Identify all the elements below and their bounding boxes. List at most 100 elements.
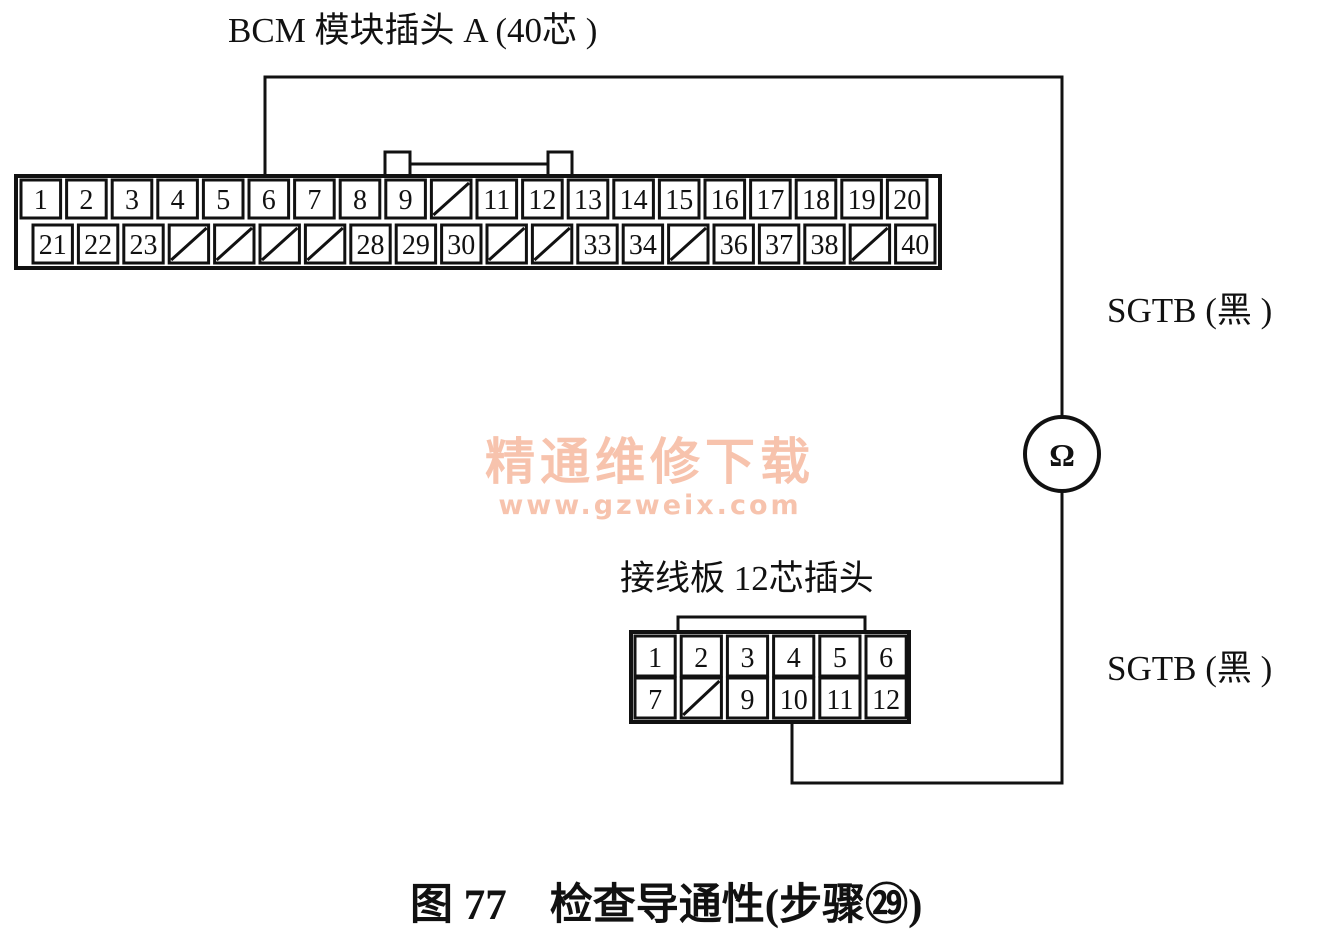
bcm-pin-cell: 11: [475, 178, 519, 220]
junction-pin-cell: 6: [864, 634, 908, 678]
bcm-pin-cell: 23: [122, 223, 165, 265]
bcm-pin-cell: 13: [566, 178, 610, 220]
junction-pin-cell: 9: [725, 676, 770, 720]
bcm-pin-number: 20: [893, 185, 921, 216]
figure-caption: 图 77 检查导通性(步骤㉙): [410, 882, 923, 929]
bcm-pin-number: 18: [802, 185, 830, 216]
junction-pin-number: 4: [787, 643, 801, 674]
ohm-symbol: Ω: [1049, 437, 1075, 473]
watermark-url: www.gzweix.com: [498, 490, 802, 521]
bcm-pin-cell: [429, 178, 473, 220]
bcm-pin-cell: 29: [394, 223, 438, 265]
junction-connector-title: 接线板 12芯插头: [620, 559, 874, 598]
junction-pin-cell: 3: [725, 634, 770, 678]
bcm-pin-blank-slash: [170, 226, 208, 262]
wire-from-bcm-pin6: [263, 75, 1064, 417]
wire-to-junction-pin10: [790, 490, 1064, 785]
bcm-pin-cell: 40: [894, 223, 937, 265]
bcm-pin-number: 17: [756, 185, 784, 216]
bcm-pin-number: 19: [848, 185, 876, 216]
bcm-pin-number: 12: [528, 185, 556, 216]
bcm-pin-cell: 19: [840, 178, 883, 220]
bcm-pin-cell: 18: [794, 178, 838, 220]
bcm-pin-cell: 12: [521, 178, 564, 220]
bcm-pin-number: 6: [262, 185, 276, 216]
junction-pin-cell: 11: [818, 676, 862, 720]
junction-pin-cell: 7: [633, 676, 677, 720]
bcm-lock-tab-left: [383, 150, 412, 178]
bcm-pin-cell: 28: [349, 223, 392, 265]
bcm-pin-cell: [258, 223, 301, 265]
bcm-pin-cell: 2: [65, 178, 108, 220]
bcm-pin-number: 13: [574, 185, 602, 216]
bcm-pin-number: 30: [447, 230, 475, 261]
junction-pin-number: 5: [833, 643, 847, 674]
bcm-pin-blank-slash: [533, 226, 571, 262]
bcm-pin-cell: [303, 223, 347, 265]
bcm-pin-cell: [213, 223, 256, 265]
bcm-pin-number: 2: [79, 185, 93, 216]
bcm-pin-number: 3: [125, 185, 139, 216]
junction-pin-number: 9: [741, 685, 755, 716]
bcm-pin-number: 16: [711, 185, 739, 216]
bcm-pin-number: 1: [34, 185, 48, 216]
bcm-pin-number: 9: [399, 185, 413, 216]
bcm-pin-cell: [530, 223, 574, 265]
junction-housing: [629, 630, 911, 724]
bcm-pin-cell: 5: [201, 178, 245, 220]
bcm-pin-cell: 34: [621, 223, 665, 265]
junction-pin-number: 1: [648, 643, 662, 674]
bcm-pin-cell: 17: [749, 178, 792, 220]
junction-pin-cell: 2: [679, 634, 723, 678]
bcm-pin-number: 28: [357, 230, 385, 261]
bcm-pin-cell: 4: [156, 178, 199, 220]
bcm-pin-cell: 37: [757, 223, 801, 265]
bcm-pin-number: 14: [620, 185, 648, 216]
junction-pin-number: 6: [879, 643, 893, 674]
bcm-pin-blank-slash: [215, 226, 254, 262]
junction-pin-blank-slash: [682, 679, 721, 717]
bcm-pin-cell: 36: [712, 223, 755, 265]
bcm-pin-number: 37: [765, 230, 793, 261]
bcm-pin-number: 29: [402, 230, 430, 261]
junction-pin-number: 2: [694, 643, 708, 674]
bcm-pin-number: 40: [901, 230, 929, 261]
bcm-pin-number: 38: [811, 230, 839, 261]
bcm-pin-cell: 33: [576, 223, 619, 265]
bcm-pin-blank-slash: [851, 226, 889, 262]
junction-pin-cell: 5: [818, 634, 862, 678]
junction-pin-cell: 4: [772, 634, 816, 678]
bcm-pin-cell: 22: [76, 223, 120, 265]
bcm-pin-number: 23: [130, 230, 158, 261]
junction-pin-number: 3: [741, 643, 755, 674]
wire-label-top: SGTB (黑 ): [1107, 291, 1273, 330]
bcm-pin-number: 21: [39, 230, 67, 261]
bcm-pin-cell: 8: [338, 178, 382, 220]
junction-pin-number: 10: [780, 685, 808, 716]
bcm-pin-cell: 9: [384, 178, 427, 220]
bcm-pin-number: 36: [720, 230, 748, 261]
bcm-pin-cell: 1: [19, 178, 63, 220]
bcm-pin-cell: 3: [110, 178, 154, 220]
bcm-pin-number: 34: [629, 230, 657, 261]
watermark: 精通维修下载 www.gzweix.com: [485, 422, 815, 521]
bcm-pin-cell: 14: [612, 178, 655, 220]
bcm-pin-cell: [667, 223, 710, 265]
bcm-lock-tab-right: [546, 150, 574, 178]
bcm-pin-blank-slash: [260, 226, 299, 262]
junction-pin-number: 12: [872, 685, 900, 716]
bcm-pin-number: 11: [483, 185, 510, 216]
bcm-pin-cell: 30: [440, 223, 483, 265]
junction-lock-tab: [676, 615, 867, 634]
bcm-pin-cell: 15: [657, 178, 701, 220]
bcm-connector-title: BCM 模块插头 A (40芯 ): [228, 11, 598, 50]
bcm-pin-number: 5: [216, 185, 230, 216]
ohmmeter: Ω: [1023, 415, 1101, 493]
bcm-pin-number: 15: [665, 185, 693, 216]
bcm-pin-cell: [848, 223, 892, 265]
watermark-text: 精通维修下载: [485, 433, 815, 491]
junction-pin-cell: 12: [864, 676, 908, 720]
